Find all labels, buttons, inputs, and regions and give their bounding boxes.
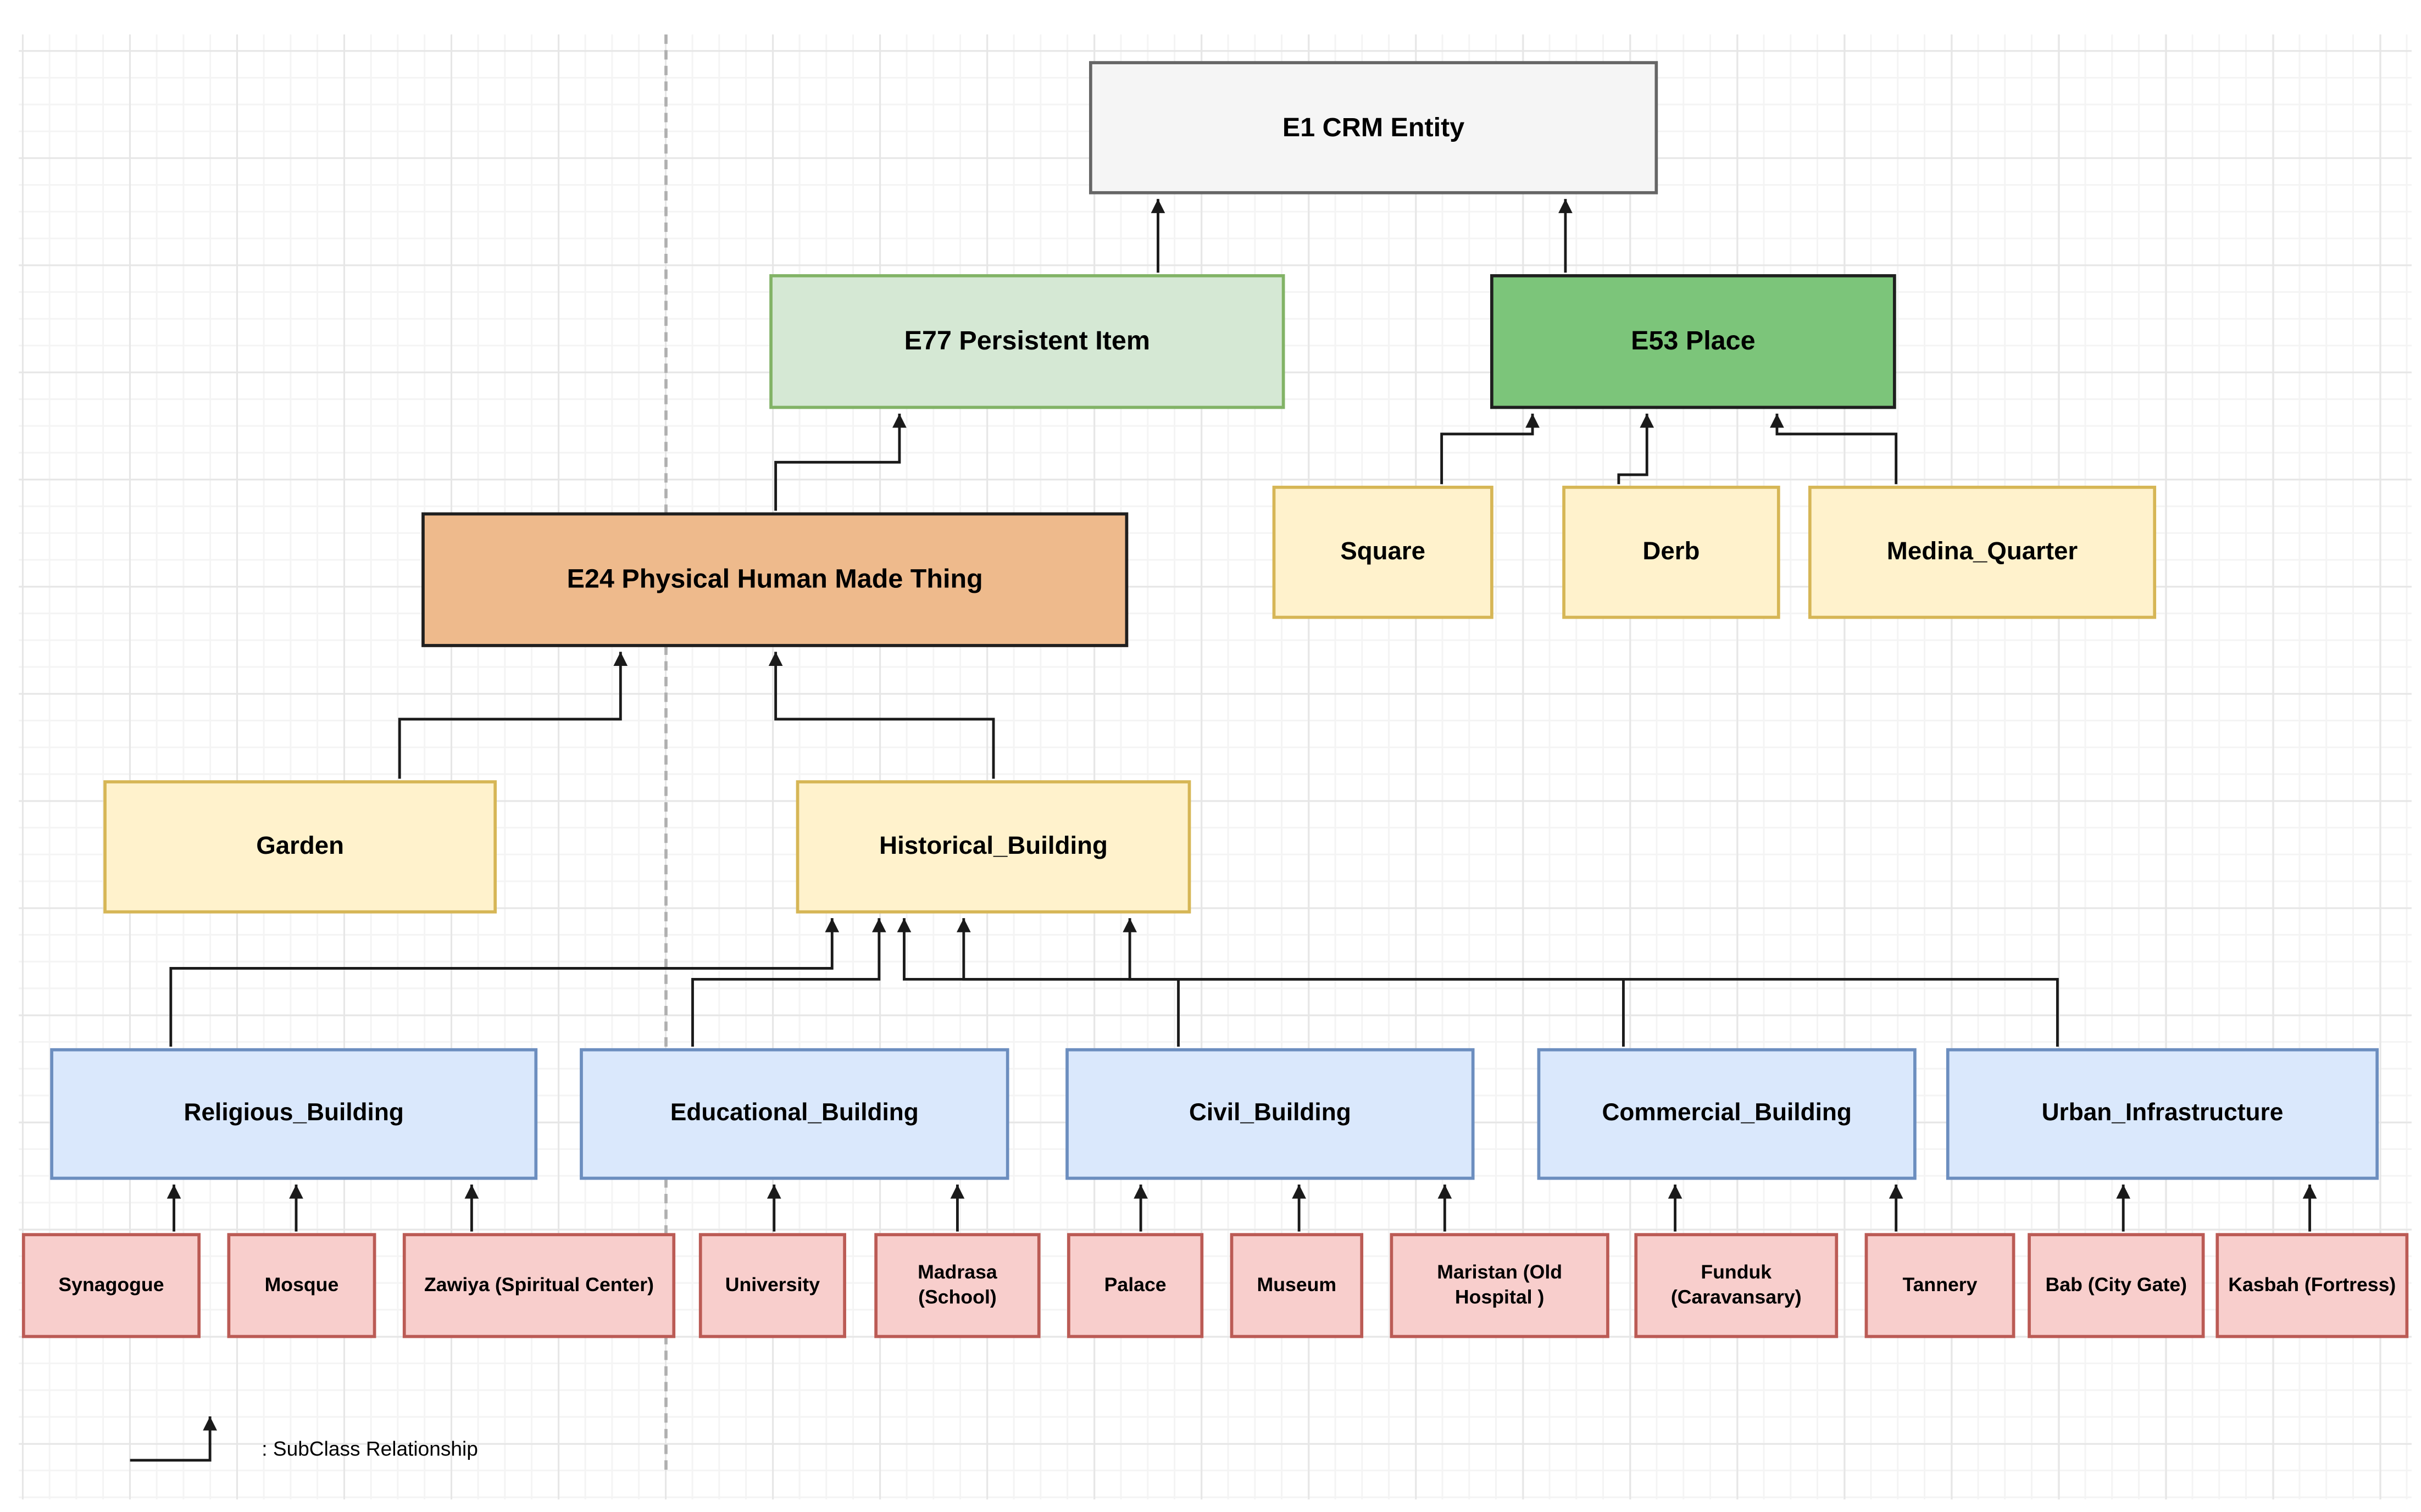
node-zawiya: Zawiya (Spiritual Center) [402,1233,676,1338]
node-label: Madrasa (School) [918,1261,997,1308]
node-label: Kasbah (Fortress) [2228,1273,2396,1296]
node-label: E53 Place [1631,326,1756,357]
node-label: Historical_Building [879,832,1108,860]
node-madrasa: Madrasa (School) [874,1233,1041,1338]
node-label: Square [1340,538,1426,565]
node-label: Civil_Building [1189,1100,1351,1127]
node-civil-building: Civil_Building [1065,1048,1475,1180]
node-bab: Bab (City Gate) [2028,1233,2205,1338]
node-label: Commercial_Building [1602,1100,1852,1127]
node-label: Museum [1257,1273,1337,1296]
node-label: Funduk (Caravansary) [1670,1261,1802,1308]
node-funduk: Funduk (Caravansary) [1634,1233,1839,1338]
node-label: Zawiya (Spiritual Center) [424,1273,654,1296]
legend-subclass-relationship-label: : SubClass Relationship [262,1437,478,1460]
node-label: Tannery [1902,1273,1978,1296]
node-medina-quarter: Medina_Quarter [1808,486,2157,619]
node-label: Educational_Building [670,1100,919,1127]
node-label: Medina_Quarter [1886,538,2078,565]
node-e77-persistent-item: E77 Persistent Item [769,274,1285,409]
node-label: Maristan (Old Hospital ) [1437,1261,1563,1308]
node-label: Garden [256,832,344,860]
node-educational-building: Educational_Building [580,1048,1009,1180]
node-label: Urban_Infrastructure [2041,1100,2284,1127]
node-mosque: Mosque [227,1233,376,1338]
node-commercial-building: Commercial_Building [1537,1048,1917,1180]
node-label: Palace [1104,1273,1167,1296]
node-label: Mosque [264,1273,339,1296]
node-palace: Palace [1067,1233,1204,1338]
node-label: E1 CRM Entity [1282,112,1465,143]
node-e1-crm-entity: E1 CRM Entity [1089,61,1658,194]
node-e53-place: E53 Place [1490,274,1896,409]
node-synagogue: Synagogue [21,1233,201,1338]
page-boundary-dashed-line [664,34,668,1470]
node-garden: Garden [103,780,497,914]
node-label: Synagogue [58,1273,164,1296]
node-label: University [725,1273,820,1296]
node-urban-infrastructure: Urban_Infrastructure [1946,1048,2379,1180]
node-square: Square [1272,486,1493,619]
node-e24-physical-human-made-thing: E24 Physical Human Made Thing [421,512,1129,647]
node-label: Derb [1642,538,1700,565]
node-university: University [698,1233,846,1338]
node-tannery: Tannery [1864,1233,2015,1338]
node-religious-building: Religious_Building [50,1048,538,1180]
node-kasbah: Kasbah (Fortress) [2215,1233,2409,1338]
node-label: Bab (City Gate) [2045,1273,2187,1296]
node-museum: Museum [1230,1233,1364,1338]
node-maristan: Maristan (Old Hospital ) [1390,1233,1609,1338]
node-derb: Derb [1562,486,1780,619]
node-label: E77 Persistent Item [904,326,1150,357]
node-historical-building: Historical_Building [796,780,1191,914]
node-label: Religious_Building [184,1100,404,1127]
node-label: E24 Physical Human Made Thing [567,564,983,594]
